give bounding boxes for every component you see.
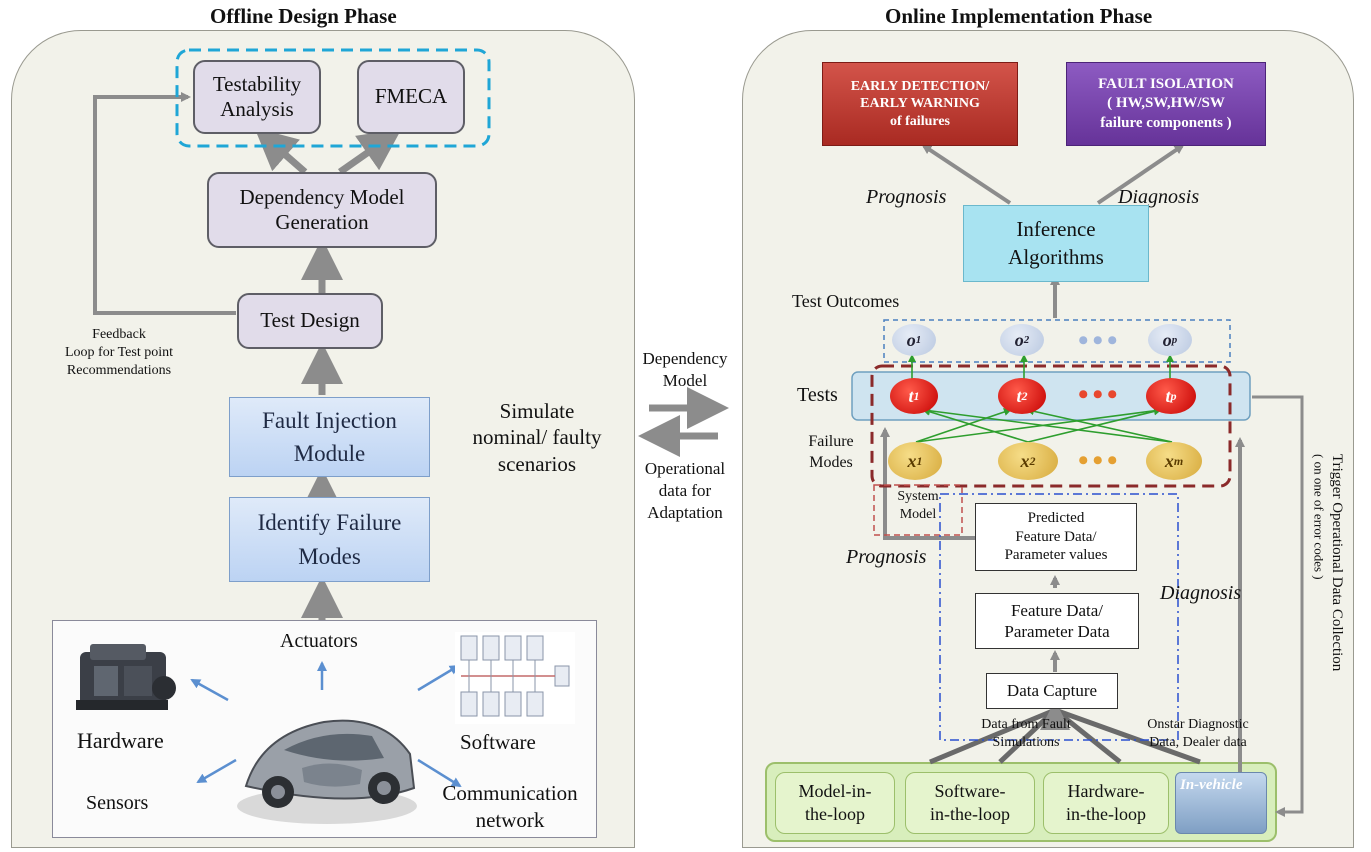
fault-injection-module-box: Fault Injection Module <box>229 397 430 477</box>
dependency-model-generation-box: Dependency Model Generation <box>207 172 437 248</box>
predicted-feature-data-box: Predicted Feature Data/ Parameter values <box>975 503 1137 571</box>
feature-data-box: Feature Data/ Parameter Data <box>975 593 1139 649</box>
outcome-ellipsis: ••• <box>1078 324 1122 357</box>
testability-analysis-box: Testability Analysis <box>193 60 321 134</box>
feedback-loop-label: Feedback Loop for Test point Recommendat… <box>64 327 174 379</box>
fault-isolation-box: FAULT ISOLATION ( HW,SW,HW/SW failure co… <box>1066 62 1266 146</box>
in-vehicle-box: In-vehicle <box>1175 772 1267 834</box>
operational-data-label: Operational data for Adaptation <box>644 459 726 523</box>
tests-label: Tests <box>797 384 838 406</box>
sensors-label: Sensors <box>86 792 149 814</box>
diagnosis-mid-label: Diagnosis <box>1160 582 1242 604</box>
failure-mode-ellipsis: ••• <box>1078 444 1122 477</box>
onstar-data-label: Onstar Diagnostic Data, Dealer data <box>1147 717 1249 750</box>
identify-failure-modes-box: Identify Failure Modes <box>229 497 430 582</box>
car-image <box>237 719 417 824</box>
prognosis-mid-label: Prognosis <box>846 546 927 568</box>
hardware-in-the-loop-box: Hardware- in-the-loop <box>1043 772 1169 834</box>
actuators-label: Actuators <box>280 630 358 652</box>
engine-image <box>76 644 176 710</box>
in-vehicle-label: In-vehicle <box>1180 777 1243 793</box>
software-in-the-loop-box: Software- in-the-loop <box>905 772 1035 834</box>
prognosis-top-label: Prognosis <box>866 186 947 208</box>
test-ellipsis: ••• <box>1078 378 1122 411</box>
model-in-the-loop-box: Model-in- the-loop <box>775 772 895 834</box>
offline-phase-title: Offline Design Phase <box>210 4 397 28</box>
hardware-label: Hardware <box>77 728 164 753</box>
data-capture-box: Data Capture <box>986 673 1118 709</box>
fmeca-box: FMECA <box>357 60 465 134</box>
failure-modes-label: Failure Modes <box>808 433 854 471</box>
simulate-scenarios-label: Simulate nominal/ faulty scenarios <box>472 399 602 476</box>
fault-simulation-data-label: Data from Fault Simulations <box>981 717 1071 750</box>
diagnosis-top-label: Diagnosis <box>1118 186 1200 208</box>
test-design-box: Test Design <box>237 293 383 349</box>
software-label: Software <box>460 730 536 754</box>
dependency-model-label: Dependency Model <box>642 349 728 391</box>
communication-network-label: Communication network <box>442 781 578 833</box>
online-phase-title: Online Implementation Phase <box>885 4 1153 28</box>
software-schematic <box>455 632 575 724</box>
system-model-label: System Model <box>897 489 939 523</box>
inference-algorithms-box: Inference Algorithms <box>963 205 1149 282</box>
test-outcomes-label: Test Outcomes <box>792 291 900 311</box>
early-detection-box: EARLY DETECTION/ EARLY WARNING of failur… <box>822 62 1018 146</box>
trigger-collection-label: Trigger Operational Data Collection( on … <box>1311 454 1345 672</box>
